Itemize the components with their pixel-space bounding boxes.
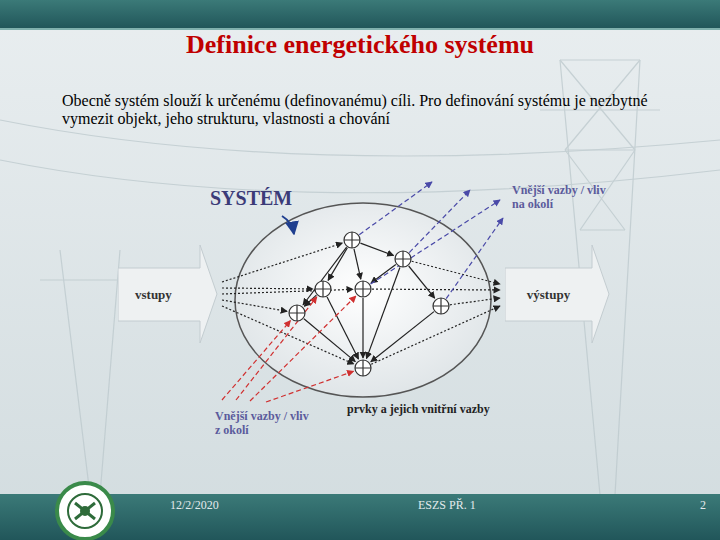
block-arrow: výstupy <box>505 245 610 343</box>
input-link <box>222 243 342 282</box>
influence-out-link <box>446 218 503 299</box>
inner-link <box>327 297 358 359</box>
block-arrow: vstupy <box>118 245 218 343</box>
output-link <box>412 261 500 284</box>
body-text: Obecně systém slouží k určenému (definov… <box>62 92 682 129</box>
block-arrow-text: vstupy <box>135 287 172 303</box>
faculty-logo <box>57 483 113 539</box>
input-links <box>222 243 354 364</box>
output-link <box>372 288 500 290</box>
inner-link <box>354 249 361 279</box>
input-link <box>222 300 287 311</box>
inner-link <box>371 264 396 283</box>
element-symbol <box>395 251 411 267</box>
element-symbol <box>289 305 305 321</box>
influence-in-link <box>266 371 354 402</box>
element-symbol <box>355 281 371 297</box>
input-link <box>222 287 313 289</box>
influence-out-link <box>359 182 432 235</box>
influence-out-link <box>371 200 500 284</box>
influence-from-surroundings <box>222 296 356 402</box>
influence-in-link <box>236 297 317 400</box>
element-symbol <box>433 298 449 314</box>
external-link-note: Vnější vazby / vliv z okolí <box>215 410 315 438</box>
inner-link <box>362 298 363 358</box>
slide-title: Definice energetického systému <box>0 30 720 60</box>
system-caption: SYSTÉM <box>210 187 292 210</box>
top-band <box>0 0 720 28</box>
influence-out-link <box>409 190 470 253</box>
element-symbol <box>344 232 360 248</box>
influence-in-link <box>222 321 290 400</box>
inner-link <box>360 243 393 255</box>
input-link <box>222 306 354 364</box>
footer-date: 12/2/2020 <box>170 499 219 513</box>
elements-note: prvky a jejich vnitřní vazby <box>347 403 490 417</box>
page-number: 2 <box>700 499 706 513</box>
element-symbol <box>355 360 371 376</box>
top-band-line <box>0 28 720 30</box>
input-link <box>222 289 353 294</box>
system-elements <box>289 232 449 376</box>
inner-link <box>366 267 399 358</box>
inner-link <box>328 248 347 281</box>
influence-on-surroundings <box>359 182 503 299</box>
system-pointer <box>282 216 294 234</box>
inner-link <box>304 319 355 362</box>
inner-link <box>409 266 435 298</box>
output-link <box>371 306 500 364</box>
influence-in-link <box>250 296 356 401</box>
output-link <box>450 298 500 305</box>
external-link-note: Vnější vazby / vliv na okolí <box>512 184 612 212</box>
block-arrow-text: výstupy <box>527 287 570 303</box>
output-links <box>371 261 500 364</box>
inner-link <box>303 247 347 305</box>
footer-code: ESZS PŘ. 1 <box>418 499 476 513</box>
pylon-watermark <box>0 60 720 495</box>
element-symbol <box>315 281 331 297</box>
